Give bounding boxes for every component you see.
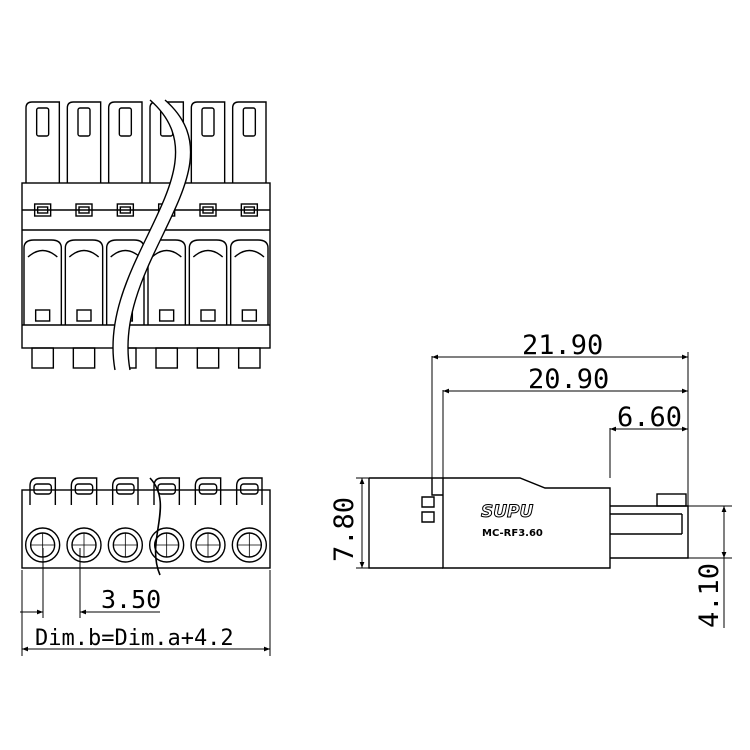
cell [229,239,269,325]
top-body [21,182,271,349]
top-view [21,99,271,371]
break-line-right [127,99,192,371]
window [199,203,217,217]
front-latch-slot [74,483,94,495]
front-latch-slot [33,483,53,495]
cell [23,239,63,325]
front-body [21,489,271,569]
front-latches [29,477,263,505]
window-row [33,203,259,217]
latch-finger [107,101,143,183]
cell-arc [151,249,182,258]
wire-hole [231,527,268,563]
window-inner [202,206,214,214]
break-band [112,100,191,370]
cell-slot [158,309,175,322]
pin [610,505,689,559]
front-latch-slot [115,483,135,495]
cell-arc [68,249,100,258]
window-inner [78,206,90,214]
side-body [369,477,611,569]
brand-logo: SUPU [481,502,534,522]
front-latch-slot [157,483,177,495]
side-view [356,352,732,628]
break-line-left [112,99,177,371]
tab [196,347,220,369]
front-latch [153,477,181,505]
dim-4-10: 4.10 [694,563,725,628]
tab-row [31,347,261,369]
cell-slot [200,309,216,322]
window-inner [119,206,132,214]
window [75,203,93,217]
latch-finger [66,101,102,183]
front-latch [70,477,98,505]
pitch-label: 3.50 [101,585,161,614]
tab [237,347,261,369]
cell-arc [192,249,224,258]
cell-arc [27,249,58,258]
formula-label: Dim.b=Dim.a+4.2 [35,626,234,651]
latch-finger [25,101,61,183]
latch-slot [242,107,257,137]
window-inner [36,206,49,214]
front-latch-slot [239,483,259,495]
cell-slot [76,309,92,322]
part-number: MC-RF3.60 [482,528,543,539]
front-latch [29,477,57,505]
dim-6-60: 6.60 [617,402,682,433]
latch-row [25,101,267,183]
cell [64,239,104,325]
cell [188,239,228,325]
front-latch [111,477,139,505]
front-break [149,477,162,576]
window [240,203,259,217]
cell-slot [241,309,258,322]
window [33,203,52,217]
window [116,203,135,217]
front-latch-slot [198,483,218,495]
tab [155,347,179,369]
dim-7-80: 7.80 [329,497,360,562]
cell-arc [234,249,265,258]
wire-holes [24,527,268,563]
cell-slot [34,309,51,322]
front-view [20,477,271,656]
front-latch [194,477,222,505]
latch-slot [118,107,133,137]
latch-slot [77,107,91,137]
cell-row [23,239,269,325]
latch-finger [231,101,267,183]
wire-hole [148,527,185,563]
wire-hole [107,527,144,563]
cell-arc [110,249,141,258]
dim-21-90: 21.90 [522,330,603,361]
latch-slot [35,107,50,137]
dim-20-90: 20.90 [528,364,609,395]
wire-hole [66,527,102,563]
front-latch [235,477,263,505]
window-inner [243,206,256,214]
latch-finger [190,101,226,183]
wire-hole [190,527,226,563]
latch-slot [201,107,215,137]
tab [31,347,55,369]
tab [72,347,96,369]
